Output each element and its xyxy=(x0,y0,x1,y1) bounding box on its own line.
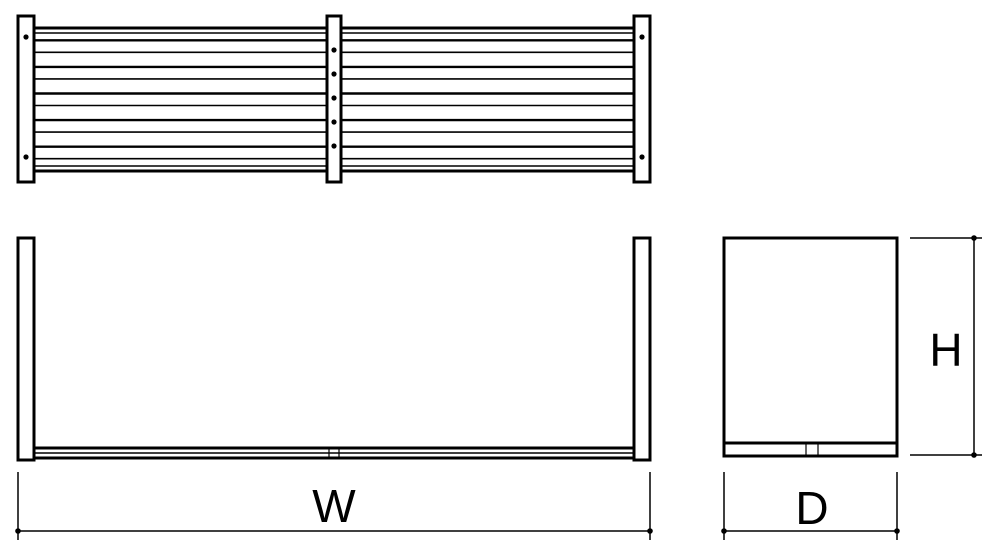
dimension-depth: D xyxy=(721,472,900,540)
front-view xyxy=(16,236,652,462)
dimension-terminator xyxy=(647,528,653,534)
dimension-terminator xyxy=(971,452,977,458)
bolt-hole xyxy=(23,34,29,40)
bolt-hole xyxy=(331,47,337,53)
width-label: W xyxy=(312,480,356,532)
top-view xyxy=(16,14,652,184)
dimension-height: H xyxy=(910,235,982,458)
bolt-hole xyxy=(23,154,29,160)
bolt-hole xyxy=(331,143,337,149)
dimension-terminator xyxy=(894,528,900,534)
height-label: H xyxy=(929,324,962,376)
dimension-terminator xyxy=(971,235,977,241)
bolt-hole xyxy=(331,119,337,125)
front-right-upright xyxy=(632,236,652,462)
bolt-hole xyxy=(639,34,645,40)
dimension-terminator xyxy=(721,528,727,534)
side-frame xyxy=(722,236,899,458)
dimension-width: W xyxy=(15,472,653,540)
bolt-hole xyxy=(331,71,337,77)
right-post xyxy=(632,14,652,184)
front-left-upright xyxy=(16,236,36,462)
depth-label: D xyxy=(795,482,828,534)
center-bolt-holes xyxy=(331,47,337,149)
dimension-terminator xyxy=(15,528,21,534)
bolt-hole xyxy=(331,95,337,101)
left-post xyxy=(16,14,36,184)
side-view xyxy=(722,236,899,458)
bolt-hole xyxy=(639,154,645,160)
